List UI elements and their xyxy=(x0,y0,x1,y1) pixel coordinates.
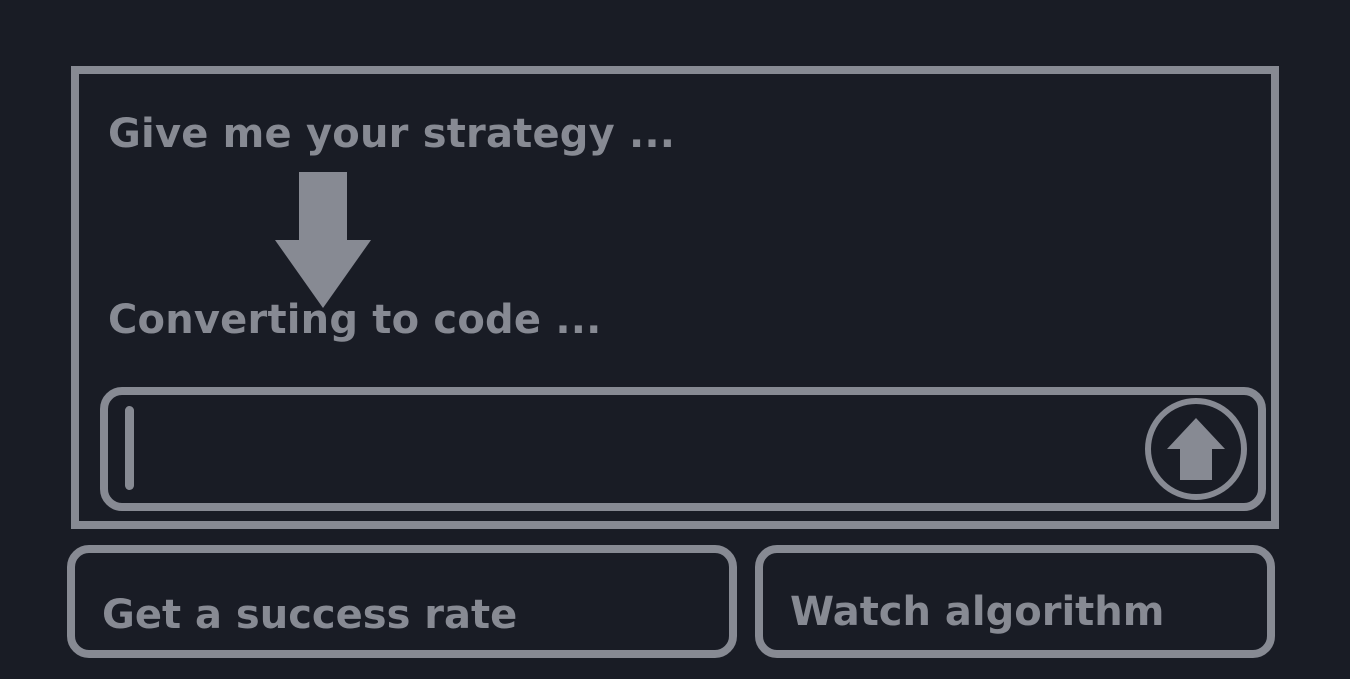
submit-button[interactable] xyxy=(1145,398,1247,500)
strategy-panel: Give me your strategy ... Converting to … xyxy=(71,66,1279,529)
strategy-input[interactable] xyxy=(144,405,1144,493)
watch-algorithm-label: Watch algorithm xyxy=(790,589,1165,635)
arrow-down-icon xyxy=(275,172,371,312)
get-success-rate-button[interactable]: Get a success rate xyxy=(67,545,737,658)
prompt-text: Give me your strategy ... xyxy=(108,111,676,157)
text-cursor xyxy=(125,406,134,490)
get-success-rate-label: Get a success rate xyxy=(102,592,518,638)
arrow-up-icon xyxy=(1167,418,1225,480)
strategy-input-bar xyxy=(100,387,1266,511)
status-text: Converting to code ... xyxy=(108,297,602,343)
watch-algorithm-button[interactable]: Watch algorithm xyxy=(755,545,1275,658)
